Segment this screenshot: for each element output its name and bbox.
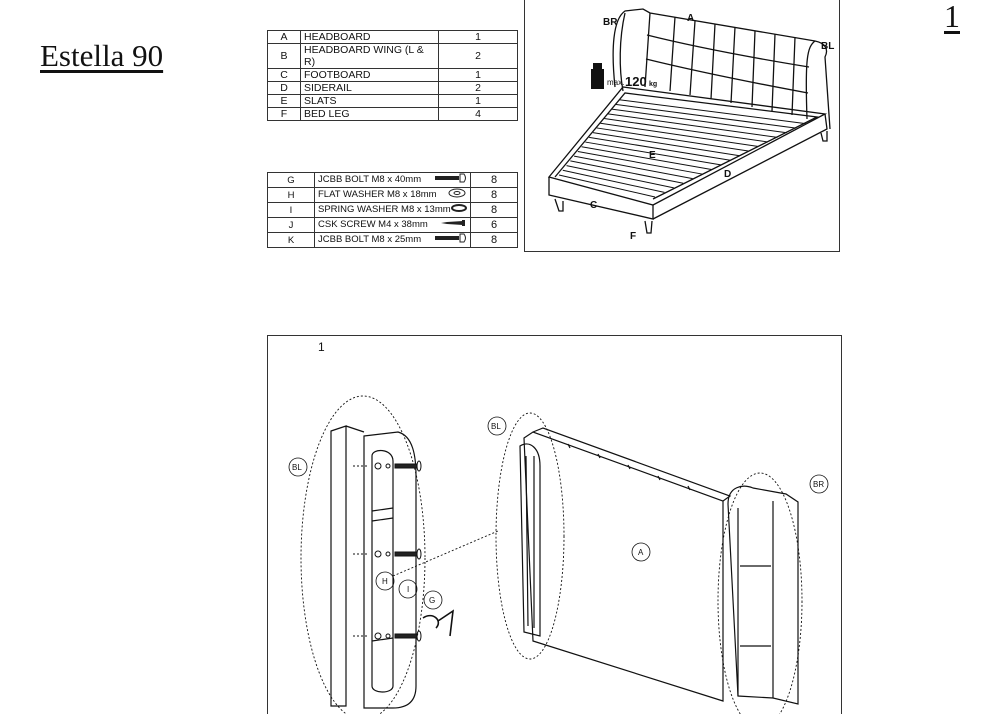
bolt-icon <box>433 233 467 247</box>
hardware-letter: K <box>267 232 315 248</box>
part-letter: E <box>267 94 301 108</box>
slat <box>577 150 703 175</box>
hardware-cell: JCBB BOLT M8 x 25mm <box>314 232 471 248</box>
part-name: SLATS <box>300 94 439 108</box>
slat <box>562 169 665 193</box>
bed-overview-diagram: max. 120 kg A BR BL C D E F <box>524 0 840 252</box>
part-name: SIDERAIL <box>300 81 439 95</box>
bolt-assembly <box>353 630 422 642</box>
hardware-qty: 8 <box>470 232 518 248</box>
bolt-assembly <box>353 548 422 560</box>
hardware-cell: SPRING WASHER M8 x 13mm <box>314 202 471 218</box>
part-qty: 1 <box>438 94 518 108</box>
hardware-letter: H <box>267 187 315 203</box>
part-qty: 1 <box>438 68 518 82</box>
part-qty: 2 <box>438 43 518 69</box>
part-qty: 2 <box>438 81 518 95</box>
product-title: Estella 90 <box>40 38 164 73</box>
label-f: F <box>630 231 636 242</box>
part-name: HEADBOARD WING (L & R) <box>300 43 439 69</box>
step-number: 1 <box>318 340 325 354</box>
hardware-qty: 6 <box>470 217 518 233</box>
hardware-name: FLAT WASHER M8 x 18mm <box>318 189 437 200</box>
slat <box>589 136 731 161</box>
part-letter: C <box>267 68 301 82</box>
step-1-diagram: 1 BL BL BR <box>267 335 842 714</box>
label-c: C <box>590 200 597 211</box>
slat <box>573 155 693 180</box>
part-qty: 4 <box>438 107 518 121</box>
screw-icon <box>439 218 467 232</box>
part-letter: B <box>267 43 301 69</box>
slat <box>592 132 740 157</box>
hardware-letter: G <box>267 172 315 188</box>
hardware-letter: J <box>267 217 315 233</box>
label-d: D <box>724 169 731 180</box>
hardware-qty: 8 <box>470 187 518 203</box>
page-number: 1 <box>944 0 960 34</box>
max-weight-unit: kg <box>649 81 657 88</box>
bolt-icon <box>433 173 467 187</box>
part-letter: A <box>267 30 301 44</box>
hardware-qty: 8 <box>470 172 518 188</box>
hardware-cell: FLAT WASHER M8 x 18mm <box>314 187 471 203</box>
callout-br: BR <box>813 480 824 489</box>
slat <box>604 118 769 143</box>
label-br: BR <box>603 17 618 28</box>
spring-washer-icon <box>451 203 467 217</box>
slat <box>619 99 806 125</box>
slat <box>558 174 656 198</box>
callout-bl-headboard: BL <box>491 422 501 431</box>
callout-h: H <box>382 577 388 586</box>
label-bl: BL <box>821 41 834 52</box>
callout-bl-left: BL <box>292 463 302 472</box>
hardware-letter: I <box>267 202 315 218</box>
hardware-name: JCBB BOLT M8 x 25mm <box>318 234 422 245</box>
callout-g: G <box>429 596 435 605</box>
hardware-name: JCBB BOLT M8 x 40mm <box>318 174 422 185</box>
slat <box>570 160 684 184</box>
hardware-cell: JCBB BOLT M8 x 40mm <box>314 172 471 188</box>
slat <box>615 103 797 129</box>
part-letter: F <box>267 107 301 121</box>
svg-text:max.: max. <box>607 78 624 87</box>
slat <box>607 113 778 138</box>
label-a: A <box>687 13 694 24</box>
part-name: FOOTBOARD <box>300 68 439 82</box>
hardware-cell: CSK SCREW M4 x 38mm <box>314 217 471 233</box>
part-name: HEADBOARD <box>300 30 439 44</box>
slat <box>611 108 787 134</box>
part-name: BED LEG <box>300 107 439 121</box>
slat <box>596 127 750 152</box>
bolt-assembly <box>353 460 422 472</box>
max-weight-value: 120 <box>625 74 647 89</box>
label-e: E <box>649 150 656 161</box>
slat <box>585 141 721 166</box>
washer-icon <box>447 188 467 202</box>
max-label: max. <box>607 78 624 87</box>
hardware-name: CSK SCREW M4 x 38mm <box>318 219 428 230</box>
slat <box>600 122 759 148</box>
hardware-name: SPRING WASHER M8 x 13mm <box>318 204 451 215</box>
slat <box>581 146 712 170</box>
part-qty: 1 <box>438 30 518 44</box>
hardware-qty: 8 <box>470 202 518 218</box>
slat <box>566 165 674 189</box>
callout-i: I <box>407 585 409 594</box>
callout-a: A <box>638 548 644 557</box>
part-letter: D <box>267 81 301 95</box>
